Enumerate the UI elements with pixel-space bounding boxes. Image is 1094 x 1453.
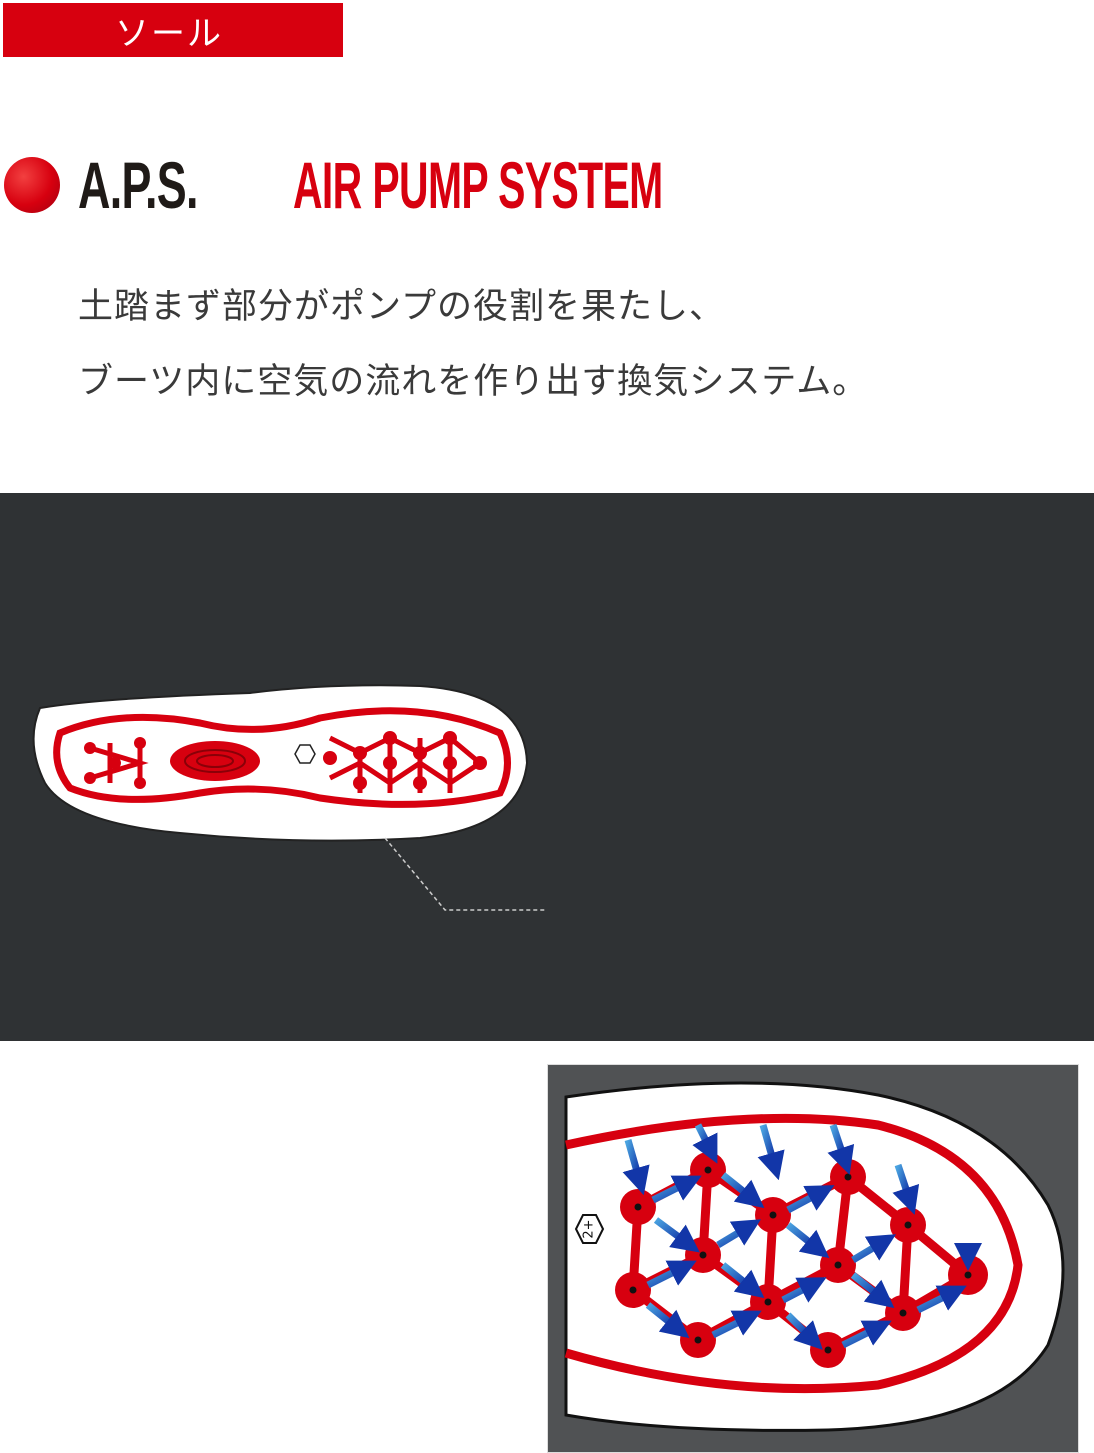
description-line-2: ブーツ内に空気の流れを作り出す換気システム。 bbox=[78, 362, 869, 402]
zoomed-detail-box: 2+ bbox=[547, 1064, 1079, 1453]
full-sole-illustration bbox=[32, 684, 547, 911]
diagram-panel: 2+ bbox=[0, 493, 1094, 1453]
title-name: AIR PUMP SYSTEM bbox=[293, 148, 663, 222]
description-line-1: 土踏まず部分がポンプの役割を果たし、 bbox=[78, 287, 725, 327]
feature-title: A.P.S. AIR PUMP SYSTEM bbox=[4, 140, 889, 230]
section-tag-label: ソール bbox=[115, 13, 223, 54]
title-abbreviation: A.P.S. bbox=[78, 148, 199, 222]
zoomed-sole-illustration: 2+ bbox=[564, 1081, 1065, 1432]
section-tag: ソール bbox=[3, 3, 343, 57]
red-ball-icon bbox=[4, 157, 60, 213]
logo-mark: 2+ bbox=[582, 1219, 597, 1238]
description: 土踏まず部分がポンプの役割を果たし、 ブーツ内に空気の流れを作り出す換気システム… bbox=[78, 270, 868, 420]
